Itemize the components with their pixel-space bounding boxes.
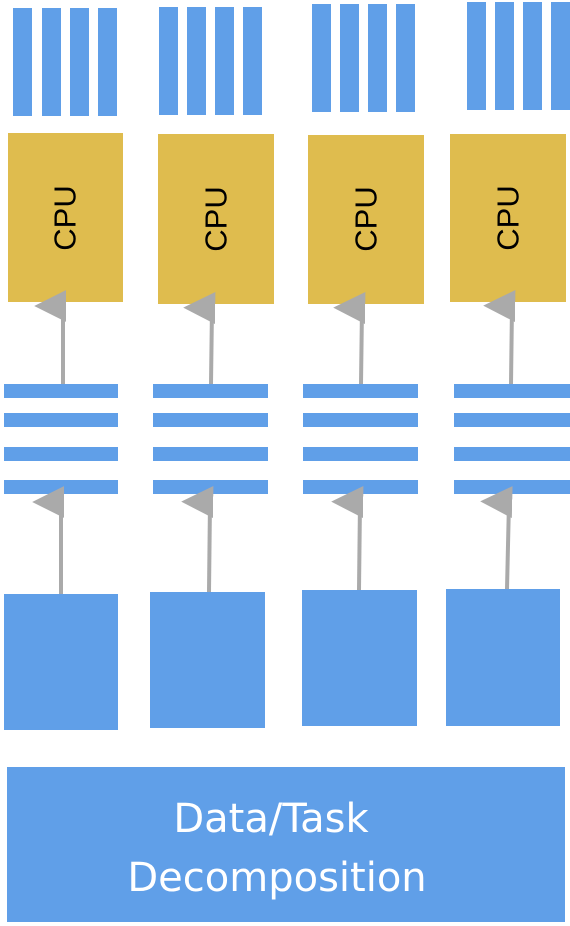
- cpu-label-4: CPU: [491, 185, 526, 250]
- task-queue-4: [454, 384, 570, 494]
- arrow-queue-to-cpu-2: [183, 292, 216, 385]
- output-bars-3: [312, 4, 415, 112]
- output-bars-2: [159, 7, 262, 115]
- decomposition-box: [7, 767, 565, 922]
- task-queue-1: [4, 384, 118, 494]
- arrow-queue-to-cpu-3: [333, 292, 366, 385]
- column-3: CPU: [302, 4, 424, 726]
- data-chunk-1: [4, 594, 118, 730]
- decomposition-title-line1: Data/Task: [173, 796, 369, 842]
- decomposition-title-line2: Decomposition: [127, 855, 426, 901]
- arrow-chunk-to-queue-3: [331, 486, 364, 591]
- task-queue-3: [303, 384, 418, 494]
- cpu-box-2: [158, 134, 274, 304]
- cpu-box-3: [308, 135, 424, 304]
- data-chunk-2: [150, 592, 265, 728]
- column-4: CPU: [446, 2, 570, 726]
- data-chunk-4: [446, 589, 560, 726]
- cpu-label-3: CPU: [349, 186, 384, 251]
- cpu-box-1: [8, 133, 123, 302]
- column-1: CPU: [4, 8, 123, 730]
- cpu-box-4: [450, 134, 566, 302]
- column-2: CPU: [150, 7, 274, 728]
- data-chunk-3: [302, 590, 417, 726]
- output-bars-4: [467, 2, 570, 110]
- arrow-chunk-to-queue-4: [480, 486, 513, 590]
- cpu-label-1: CPU: [48, 185, 83, 250]
- output-bars-1: [13, 8, 117, 116]
- task-queue-2: [153, 384, 268, 494]
- arrow-queue-to-cpu-4: [483, 290, 516, 385]
- arrow-chunk-to-queue-2: [181, 486, 214, 593]
- cpu-label-2: CPU: [199, 186, 234, 251]
